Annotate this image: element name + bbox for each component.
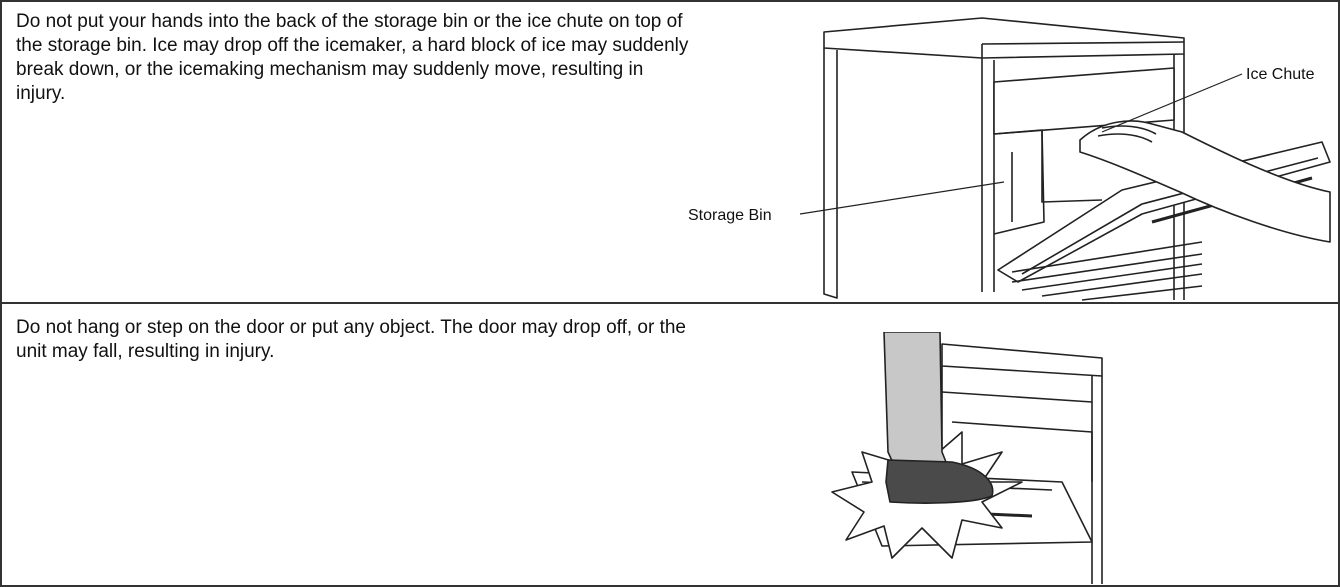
warning-row-door: Do not hang or step on the door or put a… (0, 302, 1340, 587)
warning-row-hands: Do not put your hands into the back of t… (0, 0, 1340, 304)
warning-text-hands: Do not put your hands into the back of t… (16, 11, 689, 104)
ice-chute-label: Ice Chute (1246, 66, 1315, 83)
storage-bin-label: Storage Bin (688, 207, 772, 224)
warning-text-door: Do not hang or step on the door or put a… (16, 317, 687, 362)
icemaker-step-illustration (831, 332, 1103, 584)
icemaker-hand-illustration: Ice Chute Storage Bin (688, 17, 1331, 301)
